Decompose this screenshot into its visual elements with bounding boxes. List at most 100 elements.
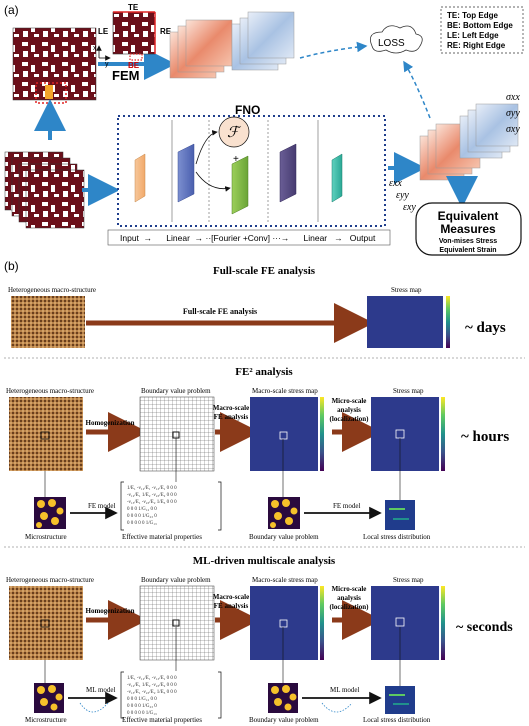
fe2-stress-map [371, 397, 439, 471]
edge-legend-te: TE: Top Edge [447, 11, 499, 20]
fe2-micro-label: Microstructure [25, 533, 67, 541]
ml-bvp-zoom [172, 619, 180, 627]
edge-legend-be: BE: Bottom Edge [447, 21, 513, 30]
ml-macro-colorbar [320, 586, 324, 660]
svg-text:0 0 0 0 0 1/: 0 0 0 0 0 1/G₁₃ [127, 711, 157, 716]
fe2-macro-zoom [40, 431, 50, 440]
fe2-macro-fe-label-1: Macro-scale [213, 404, 249, 412]
svg-text:0 0 0 1/G₁₂ 0 0: 0 0 0 1/G₁₂ 0 0 [127, 507, 157, 512]
stress-yy-label: σyy [506, 108, 520, 119]
microstructure-image [12, 27, 97, 104]
ml-local-stress-image [385, 686, 415, 714]
fe2-bvp-bottom-label: Boundary value problem [249, 533, 319, 541]
strain-xx-label: εxx [389, 178, 402, 189]
fe2-title: FE² analysis [235, 366, 293, 378]
equivalent-line-1: Von-mises Stress [439, 238, 497, 245]
plus-sign: + [233, 154, 239, 165]
ml-macro-fe-label-1: Macro-scale [213, 593, 249, 601]
ml-micro-label: Microstructure [25, 716, 67, 724]
stress-xx-label: σxx [506, 92, 520, 103]
edge-legend-re: RE: Right Edge [447, 41, 506, 50]
full-macro-structure [11, 296, 85, 348]
fe2-macro-colorbar [320, 397, 324, 471]
fe2-local-label: Local stress distribution [363, 533, 431, 541]
ml-macro-stress-map [250, 586, 318, 660]
conv-branch-arrow [195, 171, 231, 192]
input-microstructure-stack [4, 151, 85, 229]
ml-bvp-micro-image [268, 683, 298, 713]
panel-a-label: (a) [4, 3, 19, 17]
fno-box [117, 115, 386, 227]
ml-stress-label: Stress map [393, 576, 424, 584]
fe2-stress-colorbar [441, 397, 445, 471]
linear-layer-1 [177, 143, 195, 203]
svg-text:-ν₁₂/E₁ 1/E₂ -ν₂₃/E₂ 0 0: -ν₁₂/E₁ 1/E₂ -ν₂₃/E₂ 0 0 0 [127, 683, 177, 688]
full-arrow-label: Full-scale FE analysis [183, 307, 257, 316]
ml-title: ML-driven multiscale analysis [193, 555, 336, 567]
loss-label: LOSS [378, 38, 405, 49]
svg-text:0 0 0 0 1/G₂₃ 0: 0 0 0 0 1/G₂₃ 0 [127, 704, 157, 709]
ml-homog-label: Homogenization [86, 607, 135, 615]
ml-macro-zoom [40, 619, 50, 628]
axis-triad [96, 45, 111, 61]
ml-micro-label-2: analysis [337, 594, 361, 602]
input-layer [134, 153, 146, 203]
equivalent-measures-box [415, 202, 522, 256]
fourier-branch-arrow [195, 130, 218, 165]
boundary-inset [112, 11, 156, 61]
fe2-bvp-label: Boundary value problem [141, 387, 211, 395]
fe2-bvp-grid [139, 396, 215, 472]
fe2-local-stress-image [385, 500, 415, 530]
full-macro-label: Heterogeneous macro-structure [8, 286, 96, 294]
svg-text:1/E₁ -ν₁₂/E₁ -ν₁₃/E₁ 0 0: 1/E₁ -ν₁₂/E₁ -ν₁₃/E₁ 0 0 0 [127, 676, 177, 681]
fe2-model-label-2: FE model [333, 502, 360, 510]
fe2-micro-label-1: Micro-scale [332, 397, 367, 405]
fe2-stiffness-matrix: 1/E₁ -ν₁₂/E₁ -ν₁₃/E₁ 0 0 0 -ν₁₂/E₁ 1/E₂ … [120, 481, 222, 531]
pipeline-text: Input → Linear → ··[Fourier +Conv] ···→ … [120, 233, 376, 243]
ml-stress-map-zoom [395, 617, 405, 627]
svg-text:0 0 0 0 1/G₂₃ 0: 0 0 0 0 1/G₂₃ 0 [127, 514, 157, 519]
ml-stress-colorbar [441, 586, 445, 660]
edge-re: RE [160, 27, 172, 36]
stress-xy-label: σxy [506, 124, 520, 135]
svg-text:0 0 0 1/G₁₂ 0 0: 0 0 0 1/G₁₂ 0 0 [127, 697, 157, 702]
ml-microstructure-image [34, 683, 64, 713]
strain-yy-label: εyy [396, 190, 409, 201]
ml-network-icon-1 [79, 702, 109, 713]
fe2-homog-label: Homogenization [86, 419, 135, 427]
ml-bvp-label: Boundary value problem [141, 576, 211, 584]
fe2-macro-fe-label-2: FE analysis [214, 413, 249, 421]
fem-stress-stack-blue [231, 11, 295, 71]
fe2-macro-label: Heterogeneous macro-structure [6, 387, 94, 395]
ml-micro-label-1: Micro-scale [332, 585, 367, 593]
full-stress-map [367, 296, 443, 348]
edge-legend-le: LE: Left Edge [447, 31, 499, 40]
ml-props-label: Effective material properties [122, 716, 202, 724]
full-title: Full-scale FE analysis [213, 265, 316, 277]
output-layer [331, 153, 343, 203]
full-stress-label: Stress map [391, 286, 422, 294]
fe2-bvp-micro-image [268, 497, 300, 529]
axis-x-label: x [93, 45, 97, 52]
fem-label: FEM [112, 68, 139, 83]
fe2-micro-label-2: analysis [337, 406, 361, 414]
full-colorbar [446, 296, 450, 348]
fe2-macro-stress-map [250, 397, 318, 471]
edge-be: BE [128, 61, 140, 70]
ml-macro-structure [9, 586, 83, 660]
ml-macro-label: Heterogeneous macro-structure [6, 576, 94, 584]
fe2-microstructure-image [34, 497, 66, 529]
fe2-macro-map-label: Macro-scale stress map [252, 387, 318, 395]
ml-bvp-bottom-label: Boundary value problem [249, 716, 319, 724]
ml-macro-fe-label-2: FE analysis [214, 602, 249, 610]
fourier-operator [218, 116, 250, 148]
svg-text:0 0 0 0 0 1/: 0 0 0 0 0 1/G₁₃ [127, 521, 157, 526]
fe2-stress-label: Stress map [393, 387, 424, 395]
strain-xy-label: εxy [403, 202, 416, 213]
edge-te: TE [128, 3, 139, 12]
svg-text:1/E₁ -ν₁₂/E₁ -ν₁₃/E₁ 0 0: 1/E₁ -ν₁₂/E₁ -ν₁₃/E₁ 0 0 0 [127, 486, 177, 491]
equivalent-title-2: Measures [440, 222, 496, 236]
loss-cloud [369, 25, 423, 54]
fourier-symbol: ℱ [227, 125, 242, 141]
